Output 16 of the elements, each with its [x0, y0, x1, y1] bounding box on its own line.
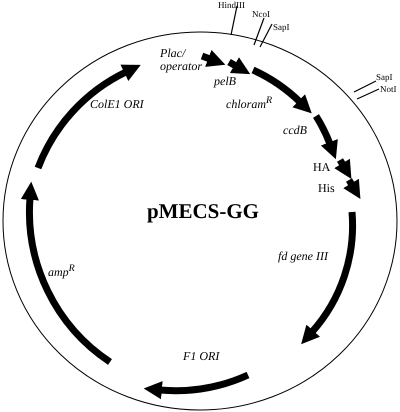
feature-label: Plac/ operator — [160, 47, 203, 73]
feature-label: HA — [313, 161, 330, 174]
feature-label: amp$^{R}$ — [48, 262, 75, 279]
feature-label: ColE1 ORI — [90, 98, 144, 111]
site-label: NcoI — [252, 9, 270, 19]
feature-label: pelB — [214, 75, 236, 88]
plasmid-name: pMECS-GG — [147, 199, 260, 223]
feature-label: His — [318, 182, 335, 195]
feature-label: ccdB — [283, 124, 307, 137]
site-label: SapI — [376, 72, 392, 82]
site-label: HindIII — [218, 0, 245, 10]
site-label: NotI — [380, 84, 396, 94]
feature-label: fd gene III — [278, 250, 328, 263]
feature-label: F1 ORI — [183, 350, 220, 363]
feature-label: chloram$^{R}$ — [226, 94, 272, 111]
site-label: SapI — [273, 22, 290, 32]
